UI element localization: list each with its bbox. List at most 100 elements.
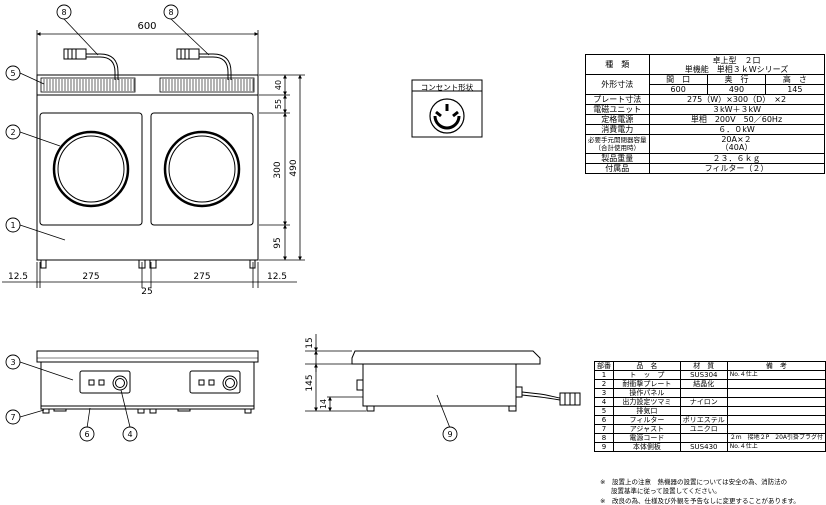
parts-cell-material: ポリエステル — [679, 415, 728, 425]
callout-number: 8 — [168, 8, 173, 17]
parts-cell-material — [679, 433, 728, 443]
callout-number: 7 — [10, 413, 15, 422]
parts-header-material: 材 質 — [679, 361, 728, 371]
dim-bottom-gap: 95 — [273, 237, 283, 248]
parts-cell-note — [726, 424, 826, 434]
spec-breaker-label: 必要手元開閉器容量 （合計使用時） — [585, 134, 650, 154]
output-knob-left — [112, 375, 128, 391]
callout-number: 6 — [84, 430, 89, 439]
spec-plate-value: 275（W）×300（D） ×2 — [648, 94, 825, 105]
spec-consumption-value: ６．０kW — [648, 124, 825, 135]
side-body — [362, 363, 517, 407]
parts-header-name: 品 名 — [613, 361, 681, 371]
spec-col-depth: 奥 行 — [706, 74, 767, 85]
callout-circle — [5, 217, 21, 233]
parts-cell-material — [679, 406, 728, 416]
callout-circle — [5, 124, 21, 140]
parts-cell-note — [726, 415, 826, 425]
parts-cell-note: ２m 接地２P 20A引掛プラグ付 — [726, 433, 826, 443]
dim-side-height: 145 — [305, 374, 315, 391]
spec-power-label: 定格電源 — [585, 114, 650, 125]
parts-cell-note: No.４仕上 — [726, 442, 826, 452]
outlet-shape — [411, 79, 483, 138]
output-knob-right — [222, 375, 238, 391]
top-view — [36, 48, 259, 269]
parts-cell-no: 6 — [594, 415, 614, 425]
callout-number: 9 — [447, 430, 452, 439]
dim-zone-top: 55 — [274, 99, 283, 109]
plate-left — [39, 112, 143, 226]
callout-circle — [5, 65, 21, 81]
side-power-plug — [559, 392, 581, 406]
parts-cell-note — [726, 406, 826, 416]
parts-cell-name: 操作パネル — [613, 388, 681, 398]
parts-cell-name: 排気口 — [613, 406, 681, 416]
top-outline — [36, 74, 259, 261]
outlet-label: コンセント形状 — [420, 83, 474, 92]
spec-weight-value: ２３．６ｋｇ — [648, 153, 825, 164]
dim-top-gap: 40 — [274, 80, 283, 90]
parts-cell-note — [726, 388, 826, 398]
top-dimensions — [2, 30, 305, 288]
parts-cell-name: 耐衝撃プレート — [613, 379, 681, 389]
side-dimensions — [305, 334, 366, 412]
spec-power-value: 単相 200V 50／60Hz — [648, 114, 825, 125]
dim-width: 600 — [137, 21, 156, 32]
dim-depth: 490 — [289, 159, 299, 176]
spec-unit-label: 電磁ユニット — [585, 104, 650, 115]
spec-plate-label: プレート寸法 — [585, 94, 650, 105]
power-plug-left — [63, 48, 119, 80]
control-panel-left — [79, 370, 131, 394]
dim-plate-right: 275 — [193, 272, 210, 282]
callout-number: 1 — [10, 221, 15, 230]
note-line-1: ※ 設置上の注意 熱機器の設置については安全の為、消防法の — [600, 478, 788, 486]
callout-number: 2 — [10, 128, 15, 137]
spec-consumption-label: 消費電力 — [585, 124, 650, 135]
parts-cell-no: 4 — [594, 397, 614, 407]
parts-cell-material: ユニクロ — [679, 424, 728, 434]
spec-val-width: 600 — [648, 84, 708, 95]
spec-unit-value: ３kW＋３kW — [648, 104, 825, 115]
parts-cell-no: 1 — [594, 370, 614, 380]
dim-side-foot: 14 — [319, 399, 328, 409]
control-panel-right — [189, 370, 241, 394]
spec-col-width: 間 口 — [648, 74, 708, 85]
dim-right-margin: 12.5 — [267, 272, 287, 282]
heating-ring-left — [52, 130, 130, 208]
parts-cell-name: フィルター — [613, 415, 681, 425]
spec-table: 種 類 卓上型 ２口 単機能 単相３ｋWシリーズ 外形寸法 間 口 奥 行 高 … — [585, 54, 825, 174]
parts-cell-no: 2 — [594, 379, 614, 389]
spec-val-height: 145 — [765, 84, 825, 95]
spec-accessory-value: フィルター（２） — [648, 163, 825, 174]
parts-cell-no: 3 — [594, 388, 614, 398]
parts-cell-note — [726, 379, 826, 389]
front-top-plate — [36, 350, 259, 363]
parts-cell-material — [679, 388, 728, 398]
parts-cell-material: ナイロン — [679, 397, 728, 407]
parts-cell-name: ト ッ プ — [613, 370, 681, 380]
side-top-plate — [351, 350, 541, 365]
plate-right — [150, 112, 254, 226]
front-view — [36, 350, 259, 414]
callout-circle — [79, 426, 95, 442]
callout-circle — [56, 4, 72, 20]
callout-circle — [5, 409, 21, 425]
exhaust-vent — [40, 77, 255, 93]
spec-type-label: 種 類 — [585, 54, 650, 75]
callout-number: 4 — [127, 430, 132, 439]
spec-breaker-value: 20A×２ （40A） — [648, 134, 825, 154]
parts-cell-note: No.４仕上 — [726, 370, 826, 380]
callout-number: 3 — [10, 358, 15, 367]
adjuster-foot — [42, 408, 50, 414]
parts-cell-no: 5 — [594, 406, 614, 416]
power-plug-right — [176, 48, 232, 80]
